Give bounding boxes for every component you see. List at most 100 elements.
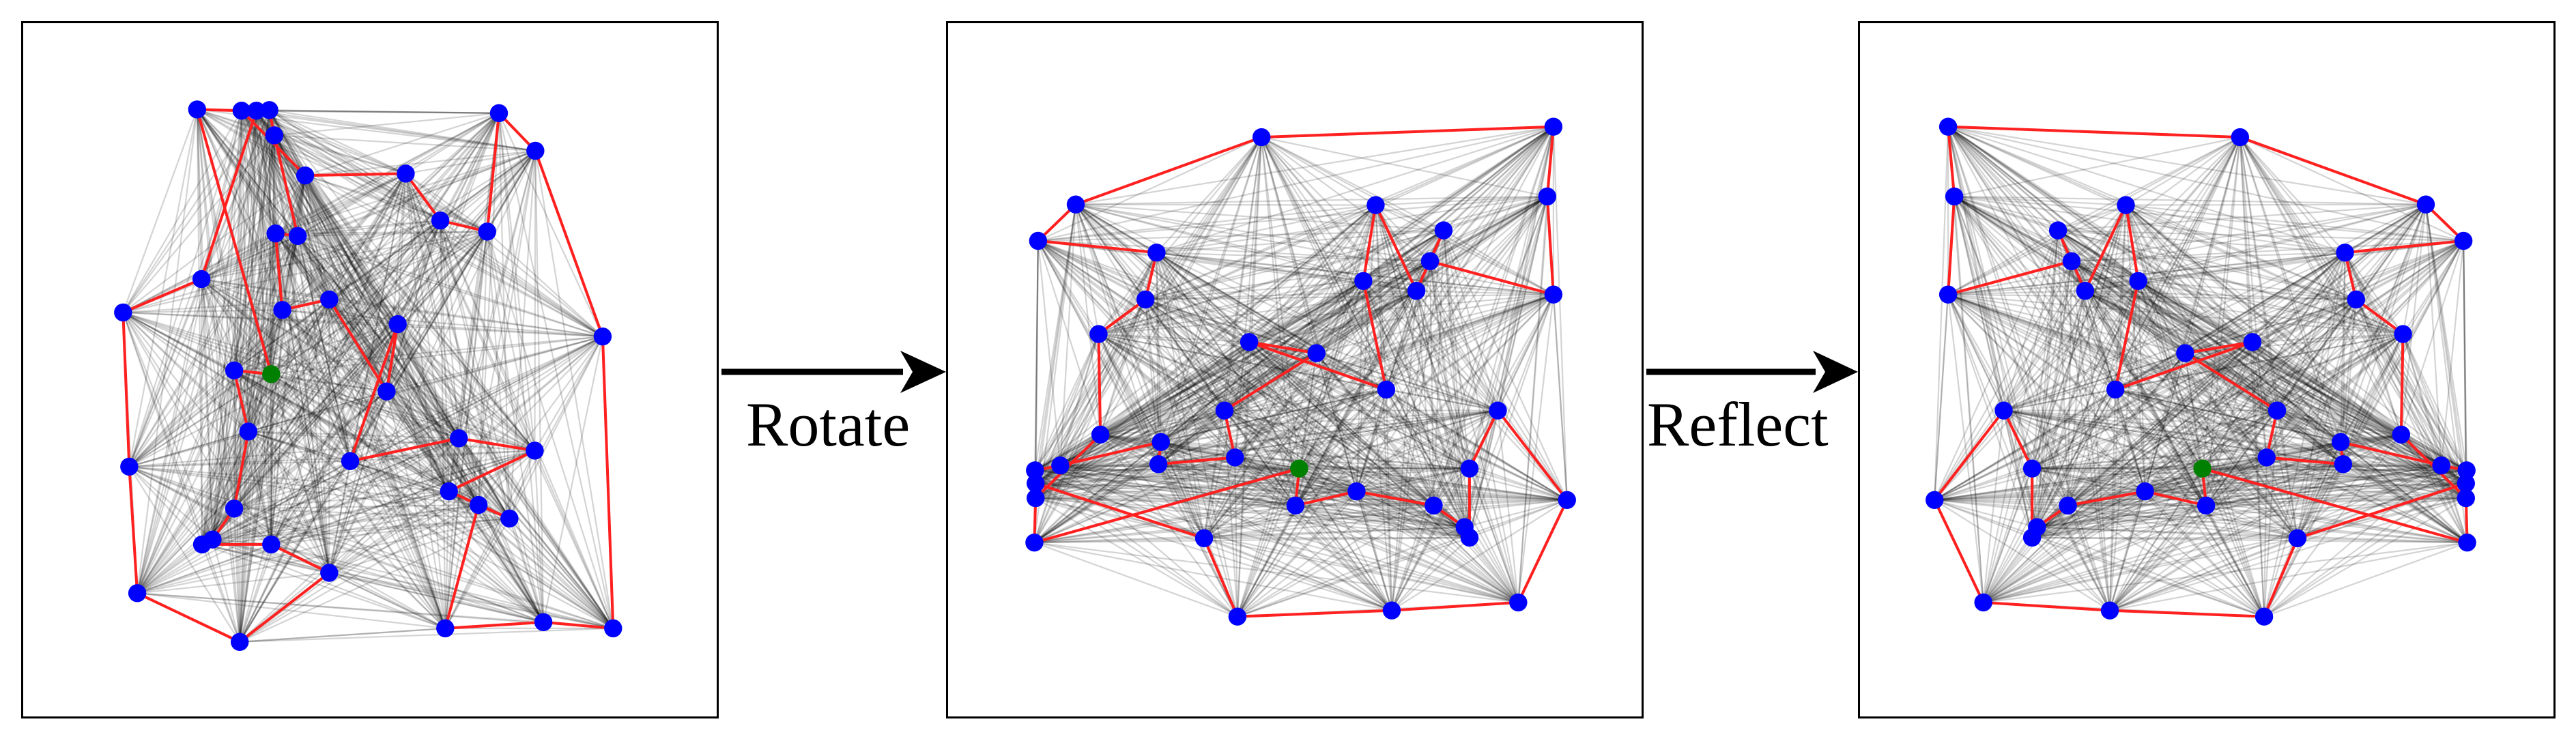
tour-edge xyxy=(1948,125,2240,139)
graph-edge xyxy=(1934,499,2037,528)
graph-edge xyxy=(201,109,270,280)
graph-node xyxy=(1147,243,1166,262)
graph-edge xyxy=(1934,261,2072,501)
graph-edge xyxy=(1316,290,1417,354)
graph-edge xyxy=(1158,388,1387,465)
graph-edge xyxy=(241,110,499,114)
graph-node xyxy=(1420,252,1440,271)
graph-edge xyxy=(1261,136,1317,353)
graph-edge xyxy=(2031,136,2241,469)
graph-edge xyxy=(1248,280,1364,343)
graph-edge xyxy=(1224,409,1465,528)
graph-edge xyxy=(1037,229,1444,242)
graph-edge xyxy=(498,113,545,622)
graph-edge xyxy=(1035,497,1519,603)
graph-edge xyxy=(1947,126,2298,539)
graph-edge xyxy=(270,373,479,506)
graph-node xyxy=(1194,529,1214,548)
graph-edge xyxy=(1947,293,2146,492)
graph-edge xyxy=(1294,230,1444,506)
graph-edge xyxy=(1145,299,1470,538)
graph-edge xyxy=(2067,352,2186,506)
graph-edge xyxy=(2239,136,2402,435)
graph-edge xyxy=(201,278,272,545)
graph-edge xyxy=(196,108,283,310)
graph-edge xyxy=(1100,136,1263,435)
graph-edge xyxy=(448,113,500,492)
graph-edge xyxy=(271,336,603,375)
graph-edge xyxy=(1934,499,2265,618)
graph-edge xyxy=(2057,229,2253,343)
tour-edge xyxy=(1158,456,1235,466)
graph-edge xyxy=(1298,467,1357,493)
graph-edge xyxy=(2252,341,2402,435)
graph-edge xyxy=(1948,280,2138,295)
graph-edge xyxy=(137,299,330,594)
graph-edge xyxy=(1234,261,1431,459)
graph-edge xyxy=(1035,467,1300,484)
graph-edge xyxy=(2032,456,2267,469)
graph-edge xyxy=(128,466,214,540)
tour-edge xyxy=(1947,196,1956,295)
graph-edge xyxy=(1034,195,1548,471)
graph-node xyxy=(1354,272,1373,290)
graph-edge xyxy=(2070,261,2207,506)
graph-edge xyxy=(1954,196,2203,469)
graph-edge xyxy=(1100,341,1250,435)
graph-edge xyxy=(509,518,614,629)
graph-edge xyxy=(1948,293,2403,335)
graph-edge xyxy=(1035,497,1434,507)
graph-edge xyxy=(2067,333,2404,506)
graph-edge xyxy=(2031,467,2467,544)
graph-edge xyxy=(137,150,536,594)
tour-edge xyxy=(270,543,330,575)
graph-edge xyxy=(2032,441,2341,469)
graph-edge xyxy=(2402,334,2467,471)
graph-edge xyxy=(2036,467,2203,528)
graph-edge xyxy=(2071,260,2442,467)
graph-edge xyxy=(2003,280,2139,411)
graph-edge xyxy=(1954,195,2126,206)
tour-edge xyxy=(1933,409,2005,502)
graph-edge xyxy=(212,113,500,540)
graph-edge xyxy=(2003,341,2253,411)
graph-edge xyxy=(1236,468,1300,618)
graph-edge xyxy=(1037,240,1465,528)
graph-node xyxy=(2129,272,2147,290)
graph-edge xyxy=(349,113,500,462)
graph-edge xyxy=(1037,240,1061,466)
graph-node xyxy=(2257,448,2276,467)
graph-edge xyxy=(1298,196,1548,469)
graph-edge xyxy=(2031,240,2464,538)
graph-edge xyxy=(1947,294,2111,611)
graph-edge xyxy=(2067,467,2203,507)
graph-edge xyxy=(1934,456,2267,501)
graph-edge xyxy=(397,323,480,506)
graph-edge xyxy=(1363,260,1431,282)
graph-edge xyxy=(281,309,450,492)
graph-edge xyxy=(2126,204,2464,242)
graph-edge xyxy=(1035,482,1519,603)
graph-edge xyxy=(255,110,460,439)
graph-edge xyxy=(458,150,536,439)
graph-edge xyxy=(1074,204,1162,443)
graph-edge xyxy=(2263,410,2278,617)
graph-edge xyxy=(129,437,459,468)
graph-edge xyxy=(270,173,407,545)
graph-edge xyxy=(1433,126,1554,506)
graph-edge xyxy=(212,538,544,623)
graph-edge xyxy=(1983,456,2267,603)
graph-edge xyxy=(486,150,536,233)
graph-node xyxy=(1066,195,1085,214)
graph-edge xyxy=(2276,252,2346,411)
tour-edge xyxy=(2114,280,2140,390)
graph-edge xyxy=(1356,389,1387,492)
graph-edge xyxy=(304,175,460,439)
graph-edge xyxy=(304,175,446,629)
graph-edge xyxy=(212,220,441,540)
graph-edge xyxy=(1375,204,1568,501)
graph-edge xyxy=(1075,203,1358,492)
graph-edge xyxy=(201,278,283,311)
graph-edge xyxy=(240,110,388,392)
graph-edge xyxy=(2057,229,2403,335)
